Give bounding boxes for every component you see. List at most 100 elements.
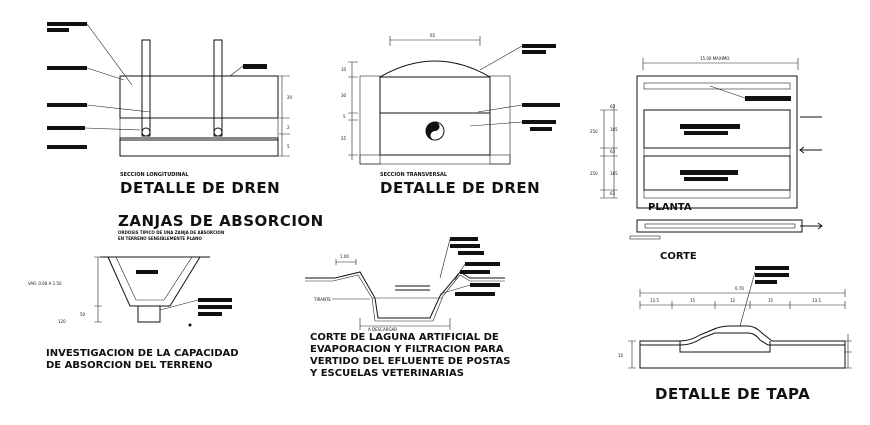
soil-mound	[379, 60, 491, 78]
label-bar	[680, 124, 740, 129]
laguna-caption: CORTE DE LAGUNA ARTIFICIAL DE	[310, 332, 499, 343]
label-bar	[470, 283, 500, 287]
label-bar	[755, 266, 789, 270]
descargar-label: A DESCARGAR	[368, 327, 397, 332]
dim-63: 63	[610, 104, 616, 109]
section-label: SECCION TRANSVERSAL	[380, 172, 448, 178]
label-bar	[684, 131, 728, 135]
label-bar	[47, 103, 87, 107]
dim-070: 0.70	[735, 286, 744, 291]
vent-pipe	[141, 39, 151, 137]
label-bar	[684, 177, 728, 181]
backfill	[379, 76, 491, 114]
dim-63: 63	[610, 149, 616, 154]
label-bar	[522, 103, 560, 107]
laguna-caption: VERTIDO DEL EFLUENTE DE POSTAS	[310, 356, 510, 367]
label-bar	[198, 298, 232, 302]
section-label: SECCION LONGITUDINAL	[120, 172, 189, 178]
test-pit	[107, 256, 201, 307]
var-label: VAR. 0.60 A 1.50	[28, 281, 62, 286]
dim-15: 15	[690, 298, 696, 303]
dim-165: 165	[610, 171, 618, 176]
label-bar	[745, 96, 791, 101]
label-bar	[522, 44, 556, 48]
label-bar	[136, 270, 158, 274]
dim-2: 2	[287, 125, 290, 130]
drain-bed	[119, 137, 279, 157]
dim-135: 13.5	[650, 298, 659, 303]
label-bar	[450, 237, 478, 241]
dim-15: 15	[768, 298, 774, 303]
gravel-bed	[379, 112, 491, 156]
dim-5: 5	[287, 144, 290, 149]
dim-50: 50	[80, 312, 86, 317]
label-bar	[458, 251, 484, 255]
laguna-panel: 1.00 TIRANTE A DESCARGAR CORTE DE LAGUNA…	[305, 237, 510, 379]
label-bar	[47, 22, 87, 26]
zanjas-title-block: ZANJAS DE ABSORCION ORDOSIS TIPICO DE UN…	[118, 212, 324, 241]
dren-transversal-panel: 65 10 30 5 25 SECCION TRANSVERSAL DETALL…	[341, 33, 560, 197]
planta-panel: 15.00 MAXIMO 63 165 63 165 63 250 250 PL…	[590, 56, 823, 262]
dim-5: 5	[343, 114, 346, 119]
label-bar	[47, 28, 69, 32]
label-bar	[198, 305, 232, 309]
zanjas-subtitle: EN TERRENO SENSIBLEMENTE PLANO	[118, 236, 202, 241]
planta-label: PLANTA	[648, 202, 692, 213]
dim-165: 165	[610, 127, 618, 132]
dim-100: 1.00	[340, 254, 349, 259]
panel-title: DETALLE DE DREN	[380, 179, 540, 197]
dim-25: 25	[341, 136, 347, 141]
laguna-caption: Y ESCUELAS VETERINARIAS	[309, 368, 464, 379]
planta-frame	[636, 75, 798, 209]
label-bar	[47, 126, 85, 130]
label-bar	[198, 312, 222, 316]
zanjas-subtitle: ORDOSIS TIPICO DE UNA ZANJA DE ABSORCION	[118, 230, 224, 235]
dim-250: 250	[590, 129, 598, 134]
label-bar	[755, 273, 789, 277]
trench-wall	[359, 75, 381, 165]
dim-135: 13.5	[812, 298, 821, 303]
laguna-caption: EVAPORACION Y FILTRACION PARA	[310, 344, 504, 355]
dim-15-maximo: 15.00 MAXIMO	[700, 56, 729, 61]
investigacion-caption: DE ABSORCION DEL TERRENO	[46, 360, 213, 371]
label-bar	[530, 127, 552, 131]
investigacion-caption: INVESTIGACION DE LA CAPACIDAD	[46, 348, 239, 359]
vent-pipe	[213, 39, 223, 137]
soil-layer	[119, 75, 279, 119]
tirante-label: TIRANTE	[313, 297, 331, 302]
dim-10: 10	[341, 67, 347, 72]
label-bar	[455, 292, 495, 296]
label-bar	[522, 50, 546, 54]
corte-section	[636, 219, 803, 233]
lagoon-profile	[305, 271, 505, 319]
trench-wall	[489, 75, 511, 165]
panel-title: DETALLE DE TAPA	[655, 385, 810, 403]
corte-label: CORTE	[660, 251, 697, 262]
dim-120: 120	[58, 319, 66, 324]
label-bar	[460, 270, 490, 274]
test-hole	[137, 305, 161, 323]
investigacion-panel: VAR. 0.60 A 1.50 50 120 INVESTIGACION DE…	[28, 256, 239, 371]
dim-12: 12	[730, 298, 736, 303]
dim-65: 65	[430, 33, 436, 38]
label-bar	[243, 64, 267, 69]
dim-10: 10	[618, 353, 624, 358]
label-bar	[450, 244, 480, 248]
dim-250: 250	[590, 171, 598, 176]
label-bar	[680, 170, 738, 175]
label-bar	[47, 145, 87, 149]
tapa-panel: 0.70 13.5 15 12 15 13.5 10 DETALLE DE TA…	[618, 266, 852, 403]
label-bar	[755, 280, 777, 284]
label-bar	[522, 120, 556, 124]
tapa-slab	[639, 325, 846, 369]
zanjas-title: ZANJAS DE ABSORCION	[118, 212, 324, 230]
label-bar	[47, 66, 87, 70]
trench-floor	[359, 154, 511, 165]
dim-30: 30	[341, 93, 347, 98]
dim-20: 20	[287, 95, 293, 100]
label-bar	[465, 262, 500, 266]
dim-63: 63	[610, 191, 616, 196]
dren-longitudinal-panel: 20 2 5 SECCION LONGITUDINAL DETALLE DE D…	[47, 22, 293, 197]
panel-title: DETALLE DE DREN	[120, 179, 280, 197]
